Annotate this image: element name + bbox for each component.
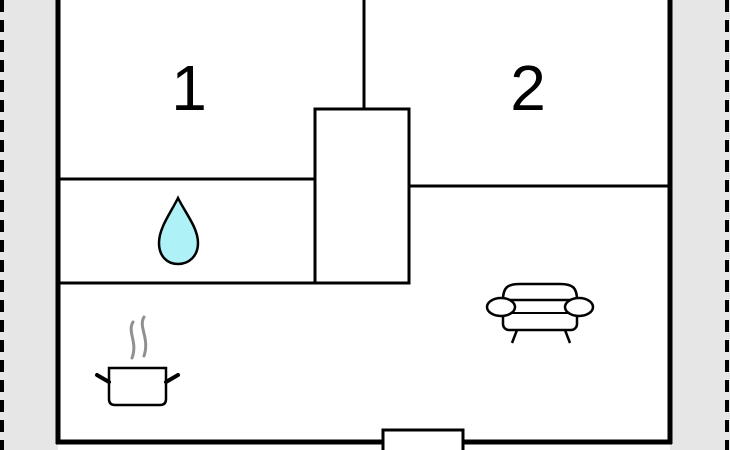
room-label-2: 2 [510, 52, 546, 124]
sofa-icon [485, 282, 595, 344]
cooking-pot-icon [95, 315, 180, 407]
outside-area-left [0, 0, 58, 450]
chimney-block [313, 107, 411, 285]
entrance-step [381, 428, 465, 450]
room-label-1: 1 [171, 52, 207, 124]
water-drop-icon [157, 195, 200, 266]
outside-area-right [670, 0, 730, 450]
